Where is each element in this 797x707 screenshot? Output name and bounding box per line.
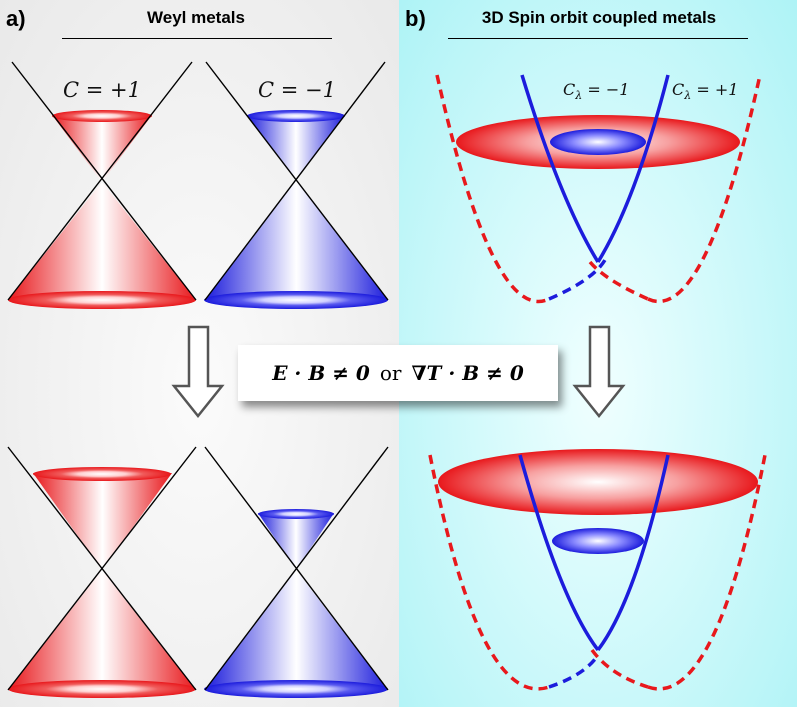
red-lower-cone-fill-shifted bbox=[8, 570, 196, 690]
blue-cone-line-1 bbox=[205, 61, 389, 301]
band-label-minus-sub: λ bbox=[575, 89, 583, 102]
panel-b-title-rule bbox=[448, 38, 748, 39]
blue-lower-cone-fill-shifted bbox=[205, 570, 388, 690]
red-lower-cone-base bbox=[8, 291, 196, 309]
red-cone-line-4 bbox=[7, 446, 197, 691]
blue-upper-cone-fill-shifted bbox=[258, 513, 334, 570]
blue-upper-fermi-disk-shifted bbox=[258, 509, 334, 519]
red-lower-cone-fill bbox=[8, 182, 196, 300]
red-band-mid-dashed bbox=[588, 260, 649, 301]
red-cone-line-1 bbox=[11, 61, 197, 301]
soc-bands-top bbox=[435, 74, 762, 304]
blue-band-right bbox=[596, 74, 670, 263]
panel-b-letter: b) bbox=[405, 6, 426, 31]
red-upper-cone-fill bbox=[52, 115, 152, 182]
red-upper-fermi-disk-shifted bbox=[33, 467, 171, 481]
red-band-mid-dashed-shifted bbox=[590, 648, 649, 689]
band-label-minus: Cλ = −1 bbox=[563, 80, 629, 102]
soc-bands-bottom bbox=[428, 449, 767, 691]
arrow-down-left-icon bbox=[171, 325, 225, 419]
band-label-plus: Cλ = +1 bbox=[672, 80, 738, 102]
blue-band-right-shifted bbox=[596, 454, 670, 652]
inner-fermi-surface-blue bbox=[550, 129, 646, 155]
chirality-label-minus: C = −1 bbox=[258, 78, 336, 102]
weyl-cone-blue-bottom-pair bbox=[204, 446, 389, 698]
red-upper-cone-fill-shifted bbox=[33, 473, 172, 570]
blue-upper-fermi-disk bbox=[247, 110, 345, 122]
band-label-plus-sub: λ bbox=[684, 89, 692, 102]
band-label-plus-value: = +1 bbox=[691, 80, 739, 99]
red-upper-fermi-disk bbox=[52, 110, 152, 122]
condition-gradt-b: ∇T · B ≠ 0 bbox=[411, 361, 524, 385]
red-cone-line-2 bbox=[7, 61, 193, 301]
condition-eb: E · B ≠ 0 bbox=[272, 361, 370, 385]
blue-cone-line-4 bbox=[204, 446, 389, 691]
panel-b-title: 3D Spin orbit coupled metals bbox=[481, 8, 717, 27]
blue-band-left bbox=[520, 74, 600, 263]
blue-band-left-shifted bbox=[518, 454, 600, 652]
band-label-minus-symbol: C bbox=[563, 80, 576, 99]
band-label-plus-symbol: C bbox=[672, 80, 685, 99]
condition-box: E · B ≠ 0 or ∇T · B ≠ 0 bbox=[238, 345, 558, 401]
blue-lower-cone-base-shifted bbox=[204, 680, 388, 698]
red-band-right-dashed bbox=[647, 74, 762, 304]
blue-upper-cone-fill bbox=[247, 115, 345, 180]
blue-lower-cone-base bbox=[204, 291, 388, 309]
panel-a-title-rule bbox=[62, 38, 332, 39]
weyl-cone-red-top-pair bbox=[7, 61, 197, 309]
condition-or: or bbox=[379, 361, 402, 385]
panel-a-title: Weyl metals bbox=[147, 8, 245, 27]
band-label-minus-value: = −1 bbox=[582, 80, 630, 99]
blue-cone-line-2 bbox=[204, 61, 386, 301]
blue-lower-cone-fill bbox=[205, 180, 388, 300]
arrow-down-right-icon bbox=[572, 325, 626, 419]
blue-band-mid-dashed-shifted bbox=[548, 653, 600, 689]
inner-fermi-surface-blue-shifted bbox=[552, 528, 644, 554]
blue-band-mid-dashed bbox=[548, 259, 607, 301]
red-lower-cone-base-shifted bbox=[8, 680, 196, 698]
panel-a-letter: a) bbox=[6, 6, 26, 31]
red-band-right-dashed-shifted bbox=[647, 454, 767, 691]
red-band-left-dashed bbox=[435, 74, 550, 304]
red-band-left-dashed-shifted bbox=[428, 454, 550, 691]
outer-fermi-surface-red-shifted bbox=[438, 449, 758, 515]
weyl-cone-red-bottom-pair bbox=[7, 446, 197, 698]
weyl-cone-blue-top-pair bbox=[204, 61, 389, 309]
chirality-label-plus: C = +1 bbox=[63, 78, 141, 102]
